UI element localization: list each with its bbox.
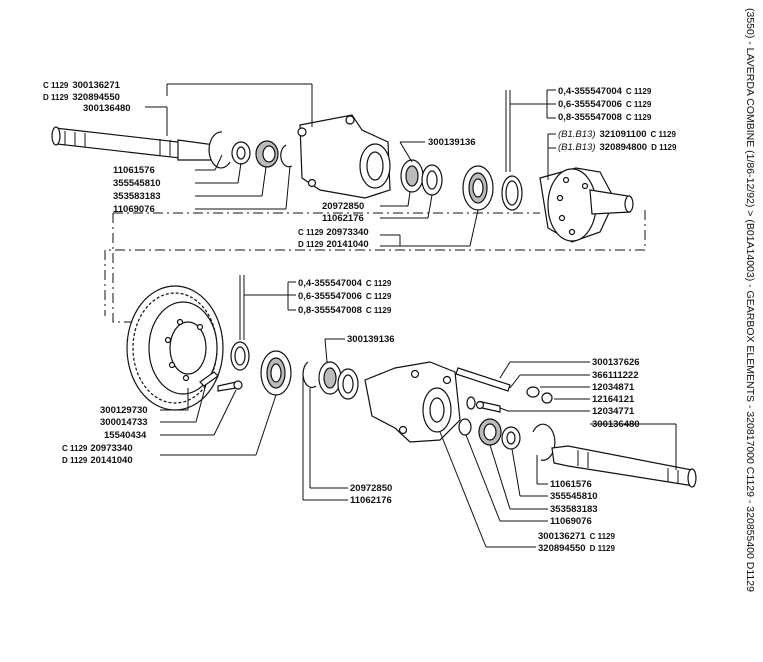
- bottom-spring-washer: [466, 396, 476, 410]
- bottom-bearing-inner: [337, 368, 359, 400]
- bottom-label-p5: 20972850: [350, 483, 392, 494]
- bottom-label-r6: 300136480: [592, 419, 640, 430]
- top-snap-ring: [280, 144, 293, 168]
- bottom-label-r10: 11069076: [550, 516, 592, 527]
- top-bearing-cone: [421, 164, 443, 196]
- top-housing: [297, 114, 391, 199]
- bottom-label-r2: 366111222: [592, 370, 639, 381]
- top-bearing-cup: [462, 165, 494, 211]
- bottom-washer: [501, 426, 521, 450]
- bottom-label-p2: 300129730: [100, 405, 148, 416]
- bottom-housing: [364, 361, 461, 443]
- vertical-caption: (3550) - LAVERDA COMBINE (1/86-12/92) > …: [742, 8, 756, 654]
- top-washer: [231, 141, 251, 165]
- top-label-p6: 300139136: [428, 137, 476, 148]
- bottom-label-r9: 353583183: [550, 504, 598, 515]
- caption-text: (3550) - LAVERDA COMBINE (1/86-12/92) > …: [744, 8, 756, 592]
- bottom-lock-plate: [199, 371, 219, 387]
- top-label-p4: 353583183: [113, 191, 161, 202]
- bottom-bearing-cup: [260, 350, 292, 396]
- top-label-p8: 11062176: [322, 213, 364, 224]
- bottom-shim-washer: [230, 341, 250, 371]
- bottom-bearing-cone: [318, 361, 342, 395]
- bottom-label-r8: 355545810: [550, 491, 598, 502]
- bottom-short-bolt: [475, 400, 501, 413]
- top-hub: [539, 167, 634, 243]
- bottom-label-p4: 15540434: [104, 430, 147, 441]
- top-label-p7: 20972850: [322, 201, 364, 212]
- bottom-label-r1: 300137626: [592, 357, 640, 368]
- bottom-label-r5: 12034771: [592, 406, 635, 417]
- top-shim-ring: [501, 175, 523, 211]
- top-label-p3: 355545810: [113, 178, 161, 189]
- bottom-label-r4: 12164121: [592, 394, 635, 405]
- connection-line: [104, 210, 646, 323]
- bottom-label-p6: 11062176: [350, 495, 392, 506]
- bottom-label-r7: 11061576: [550, 479, 592, 490]
- bottom-seal-ring: [458, 418, 472, 436]
- bottom-splined-shaft: [551, 445, 697, 488]
- bottom-label-p3: 300014733: [100, 417, 148, 428]
- bottom-circlip: [532, 423, 556, 461]
- top-label-p5: 11069076: [113, 204, 155, 215]
- top-label-p1: 300136480: [83, 103, 131, 114]
- bottom-label-p1: 300139136: [347, 334, 395, 345]
- top-splined-shaft: [51, 126, 223, 161]
- bottom-stud: [455, 367, 511, 392]
- bottom-nut: [526, 386, 540, 398]
- top-label-p2: 11061576: [113, 165, 155, 176]
- bottom-washer-small: [541, 392, 553, 404]
- bottom-label-r3: 12034871: [592, 382, 635, 393]
- bottom-bolt: [217, 380, 243, 392]
- bottom-ring-gear: [126, 285, 224, 411]
- top-bearing-left: [400, 159, 424, 193]
- top-circlip: [208, 131, 231, 169]
- bottom-snap-ring-a: [302, 361, 317, 389]
- bottom-seal: [478, 418, 502, 446]
- top-seal: [255, 140, 279, 168]
